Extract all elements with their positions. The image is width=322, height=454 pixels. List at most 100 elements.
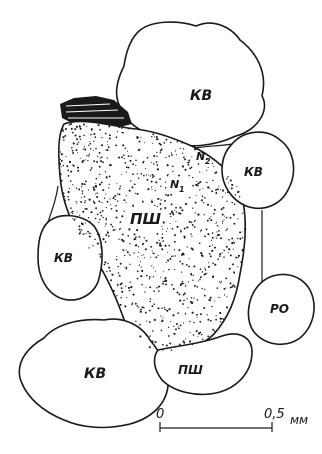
stipple-dot [87,231,89,233]
stipple-dot [204,235,206,237]
stipple-dot [121,127,123,129]
stipple-dot [138,252,139,253]
stipple-dot [89,199,91,201]
stipple-dot [135,193,136,194]
stipple-dot [233,214,235,216]
stipple-dot [239,238,241,240]
stipple-dot [166,262,167,263]
stipple-dot [115,144,117,146]
stipple-dot [147,188,149,190]
stipple-dot [89,232,90,233]
stipple-dot [149,335,150,336]
stipple-dot [79,229,81,231]
stipple-dot [231,237,233,239]
stipple-dot [178,293,180,295]
stipple-dot [121,287,123,289]
stipple-dot [127,151,128,152]
stipple-dot [154,341,156,343]
stipple-dot [61,180,63,182]
stipple-dot [156,156,157,157]
stipple-dot [220,282,221,283]
stipple-dot [109,175,111,177]
stipple-dot [91,130,92,131]
stipple-dot [192,312,194,314]
stipple-dot [179,213,181,215]
stipple-dot [212,244,213,245]
stipple-dot [242,231,243,232]
stipple-dot [91,128,93,130]
stipple-dot [72,184,73,185]
stipple-dot [205,269,206,270]
stipple-dot [164,307,165,308]
stipple-dot [215,223,216,224]
grain-kv-top [117,22,265,146]
stipple-dot [161,149,163,151]
stipple-dot [237,238,239,240]
stipple-dot [66,165,68,167]
stipple-dot [171,284,173,286]
stipple-dot [194,221,195,222]
stipple-dot [188,266,190,268]
stipple-dot [155,256,157,258]
stipple-dot [169,258,171,260]
stipple-dot [134,233,136,235]
stipple-dot [122,249,124,251]
stipple-dot [168,327,169,328]
stipple-dot [216,315,217,316]
stipple-dot [232,284,234,286]
stipple-dot [107,263,109,265]
stipple-dot [167,174,168,175]
stipple-dot [118,272,120,274]
stipple-dot [93,133,95,135]
stipple-dot [240,261,241,262]
stipple-dot [110,204,111,205]
stipple-dot [167,259,169,261]
stipple-dot [199,242,201,244]
stipple-dot [176,323,178,325]
stipple-dot [78,188,80,190]
stipple-dot [168,308,170,310]
stipple-dot [217,225,219,227]
stipple-dot [214,330,215,331]
stipple-dot [143,175,145,177]
stipple-dot [165,187,167,189]
stipple-dot [61,166,62,167]
stipple-dot [226,246,228,248]
stipple-dot [196,314,198,316]
stipple-dot [162,317,163,318]
stipple-dot [72,150,74,152]
stipple-dot [172,314,174,316]
stipple-dot [207,314,208,315]
stipple-dot [145,168,146,169]
stipple-dot [60,173,62,175]
stipple-dot [90,134,92,136]
stipple-dot [122,144,124,146]
stipple-dot [151,305,153,307]
stipple-dot [95,183,96,184]
stipple-dot [224,294,225,295]
stipple-dot [170,142,172,144]
stipple-dot [222,221,223,222]
stipple-dot [211,306,213,308]
stipple-dot [84,146,85,147]
stipple-dot [124,255,125,256]
stipple-dot [163,142,165,144]
stipple-dot [95,218,97,220]
stipple-dot [214,209,216,211]
stipple-dot [85,180,87,182]
stipple-dot [174,241,176,243]
stipple-dot [136,305,138,307]
stipple-dot [204,295,206,297]
stipple-dot [88,145,89,146]
stipple-dot [204,289,205,290]
label-n1-sub: 1 [179,185,185,194]
stipple-dot [185,283,186,284]
stipple-dot [175,328,177,330]
stipple-dot [140,309,142,311]
stipple-dot [171,203,173,205]
stipple-dot [212,180,214,182]
stipple-dot [203,307,205,309]
stipple-dot [69,188,70,189]
stipple-dot [201,254,203,256]
stipple-dot [151,187,152,188]
